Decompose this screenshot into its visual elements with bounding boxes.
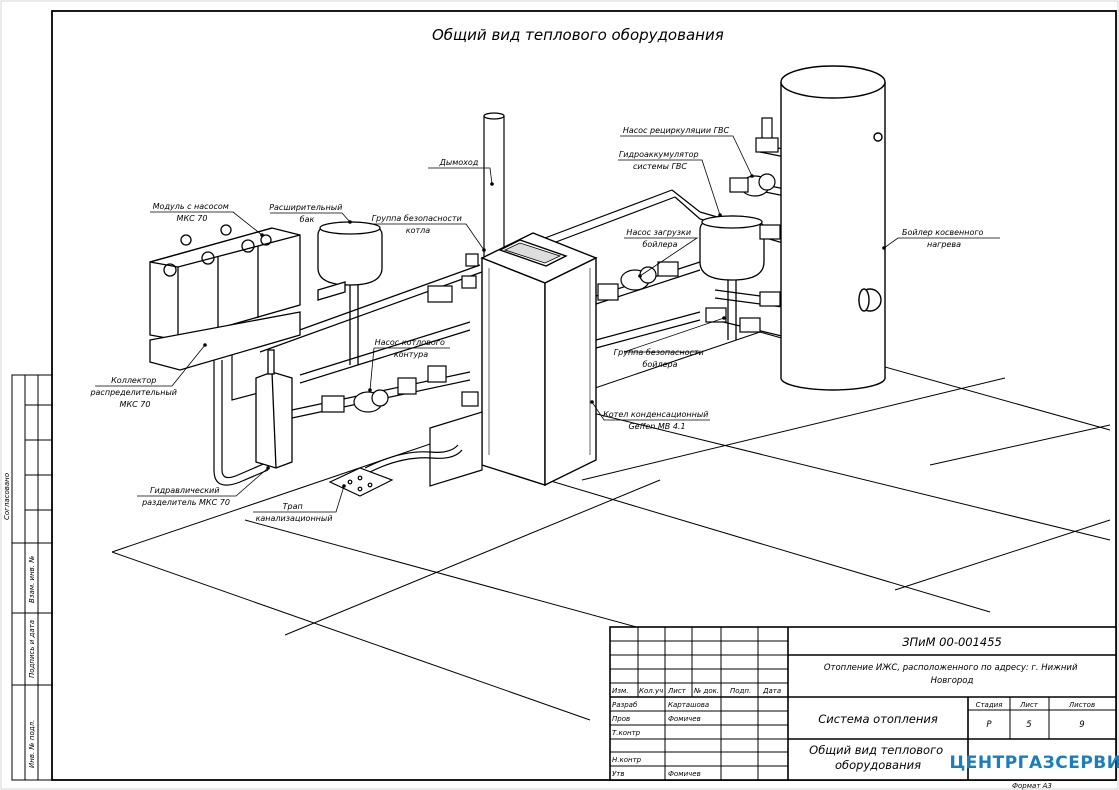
pump-module: [149, 224, 301, 371]
tb-system: Система отопления: [818, 712, 938, 726]
side-stamp: [11, 374, 53, 781]
tb-h-kol: Кол.уч: [639, 687, 663, 695]
tb-h-izm: Изм.: [612, 687, 628, 695]
tb-name: Фомичев: [668, 715, 701, 723]
drawing-title: Общий вид теплового оборудования: [432, 26, 724, 44]
indirect-boiler-tank: [780, 65, 886, 391]
tb-role: Утв: [612, 770, 624, 778]
tb-role: Т.контр: [612, 729, 641, 737]
tb-name: Карташова: [668, 701, 709, 709]
side-inv-orig: Инв. № подл.: [28, 720, 36, 768]
tb-stage-header: Стадия: [976, 701, 1003, 709]
tb-code: ЗПиМ 00-001455: [902, 635, 1002, 649]
expansion-tank: [317, 221, 383, 365]
label-recirc-pump: Насос рециркуляции ГВС: [623, 126, 730, 135]
title-block: [609, 626, 1117, 781]
condensing-boiler: [480, 232, 598, 487]
tb-h-ndoc: № док.: [693, 687, 719, 695]
dhw-accumulator: [699, 215, 765, 340]
side-sign-date: Подпись и дата: [28, 620, 36, 678]
label-separator: Гидравлический разделитель МКС 70: [141, 486, 230, 507]
tb-sheet-title: Общий вид теплового оборудования: [809, 743, 947, 772]
tb-role: Пров: [612, 715, 630, 723]
label-drain: Трап канализационный: [256, 502, 333, 523]
tb-h-data: Дата: [762, 687, 781, 695]
recirculation-pump: [705, 117, 781, 333]
tb-name: Фомичев: [668, 770, 701, 778]
tb-sheets: 9: [1079, 720, 1084, 730]
label-load-pump: Насос загрузки бойлера: [626, 228, 693, 249]
tb-format: Формат А3: [1012, 782, 1052, 790]
label-boiler-pump: Насос котлового контура: [375, 338, 448, 359]
tb-role-list: Разраб Карташова Пров Фомичев Т.контр Н.…: [612, 701, 709, 778]
tb-company-logo: ЦЕНТРГАЗСЕРВИС: [950, 753, 1119, 773]
boiler-pump: [321, 253, 479, 413]
tb-h-list: Лист: [667, 687, 687, 695]
label-condensing-boiler: Котел конденсационный Geffen MB 4.1: [603, 410, 711, 431]
label-chimney: Дымоход: [439, 158, 479, 167]
label-indirect-boiler: Бойлер косвенного нагрева: [902, 228, 986, 249]
side-agreed: Согласовано: [3, 473, 11, 520]
drain-base: [328, 411, 483, 497]
tb-stage: Р: [986, 720, 992, 730]
leader-dots: [203, 174, 886, 488]
label-expansion-tank: Расширительный бак: [269, 203, 345, 224]
tb-role: Н.контр: [612, 756, 642, 764]
label-accumulator: Гидроаккумулятор системы ГВС: [619, 150, 701, 171]
label-collector: Коллектор распределительный МКС 70: [89, 376, 179, 409]
label-module: Модуль с насосом МКС 70: [153, 202, 232, 223]
side-swap-inv: Взам. инв. №: [28, 555, 36, 603]
tb-role: Разраб: [612, 701, 638, 709]
tb-sheets-header: Листов: [1068, 701, 1095, 709]
load-pump: [597, 261, 679, 301]
leader-lines: [95, 135, 1000, 513]
tb-h-podp: Подп.: [730, 687, 751, 695]
label-safety-dhw: Группа безопасности бойлера: [614, 348, 707, 369]
tb-sheet: 5: [1026, 720, 1031, 730]
tb-project: Отопление ИЖС, расположенного по адресу:…: [824, 663, 1080, 686]
chimney: [483, 112, 505, 259]
tb-sheet-header: Лист: [1019, 701, 1039, 709]
hydraulic-separator: [255, 349, 293, 469]
label-safety-boiler: Группа безопасности котла: [372, 214, 465, 235]
